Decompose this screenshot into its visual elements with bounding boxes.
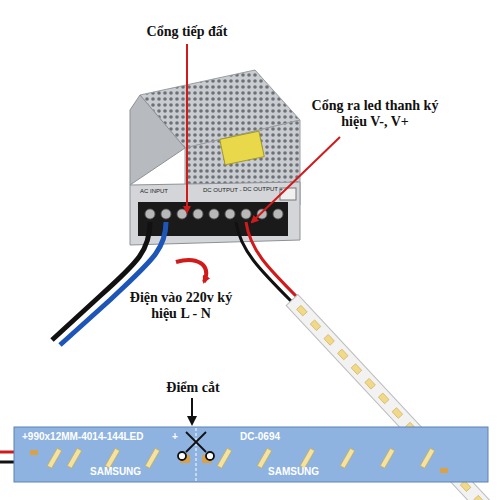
terminal-label: AC INPUT bbox=[140, 188, 168, 195]
brand-label: SAMSUNG bbox=[90, 466, 141, 478]
callout-label: Cổng tiếp đất bbox=[118, 24, 256, 40]
strip-marking: DC-0694 bbox=[240, 431, 280, 443]
brand-label: SAMSUNG bbox=[268, 466, 319, 478]
callout-label: Cổng ra led thanh ký hiệu V-, V+ bbox=[305, 98, 445, 130]
power-supply bbox=[130, 70, 300, 245]
led-strip bbox=[0, 427, 488, 482]
terminal-label: DC OUTPUT + bbox=[243, 186, 283, 193]
callout-label: Điện vào 220v ký hiệu L - N bbox=[124, 290, 238, 322]
terminal-label: DC OUTPUT - bbox=[203, 187, 242, 194]
scissors-symbol bbox=[178, 432, 214, 460]
callout-label: Điểm cắt bbox=[150, 380, 236, 396]
polarity-mark: + bbox=[172, 431, 178, 443]
strip-marking: +990x12MM-4014-144LED bbox=[22, 431, 143, 443]
